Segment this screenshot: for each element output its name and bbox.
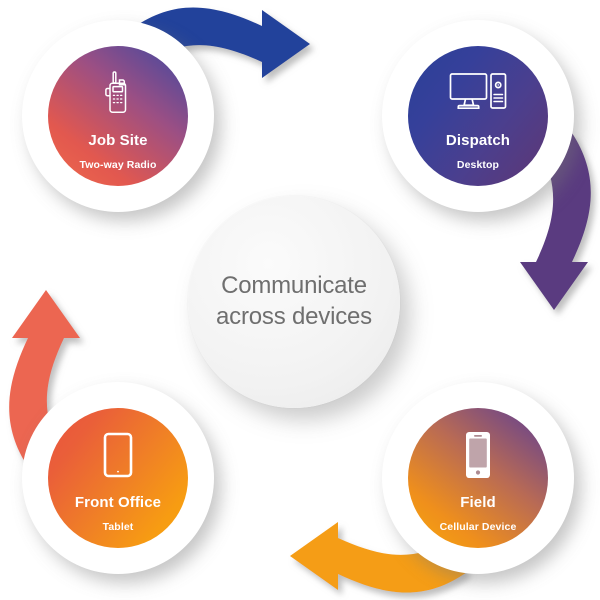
bottom-arrow (290, 522, 467, 593)
node-front-office-disc: Front Office Tablet (48, 408, 188, 548)
top-arrow (133, 7, 310, 78)
left-arrow (9, 290, 81, 467)
node-front-office-title: Front Office (74, 494, 162, 511)
node-dispatch-subtitle: Desktop (456, 159, 500, 171)
node-job-site-subtitle: Two-way Radio (79, 159, 157, 171)
node-dispatch-disc: Dispatch Desktop (408, 46, 548, 186)
node-field-disc: Field Cellular Device (408, 408, 548, 548)
center-hub-label: Communicate across devices (216, 272, 372, 330)
right-arrow (520, 133, 591, 310)
node-job-site-disc: Job Site Two-way Radio (48, 46, 188, 186)
two-way-radio-icon (101, 70, 135, 116)
right-arrow-shape (520, 133, 591, 310)
node-field[interactable]: Field Cellular Device (382, 382, 574, 574)
cellular-phone-icon (462, 432, 494, 478)
node-field-title: Field (460, 494, 496, 511)
bottom-arrow-shape (290, 522, 467, 593)
left-arrow-shape (9, 290, 81, 467)
node-dispatch-title: Dispatch (445, 132, 511, 149)
center-hub: Communicate across devices (188, 196, 400, 408)
node-job-site[interactable]: Job Site Two-way Radio (22, 20, 214, 212)
top-arrow-shape (133, 7, 310, 78)
node-front-office-subtitle: Tablet (102, 521, 134, 533)
desktop-computer-icon (449, 70, 507, 116)
tablet-icon (99, 432, 137, 478)
node-front-office[interactable]: Front Office Tablet (22, 382, 214, 574)
node-dispatch[interactable]: Dispatch Desktop (382, 20, 574, 212)
node-field-subtitle: Cellular Device (439, 521, 517, 533)
node-job-site-title: Job Site (88, 132, 148, 149)
